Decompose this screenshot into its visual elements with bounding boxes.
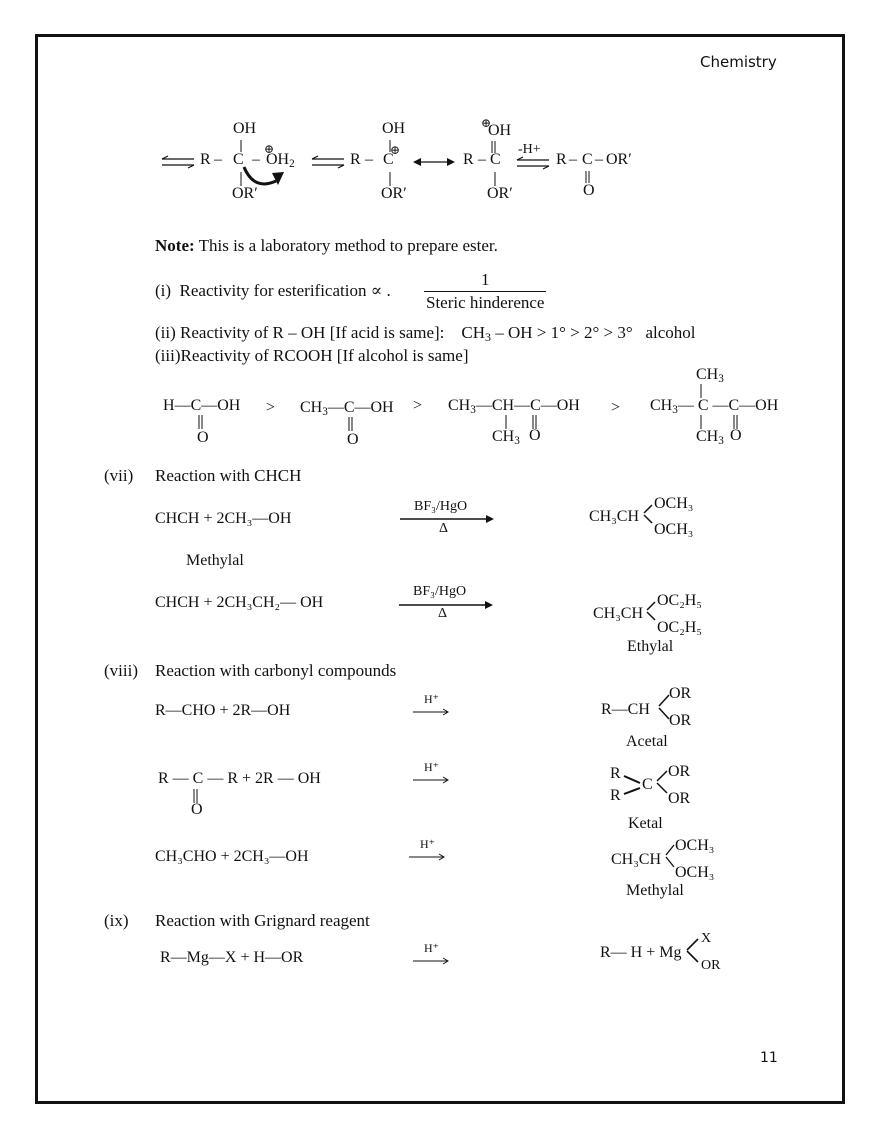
reaction-arrow-icon	[413, 776, 449, 784]
product-center: C	[582, 151, 593, 168]
section-vii-title: Reaction with CHCH	[155, 466, 302, 485]
note-label: Note:	[155, 236, 195, 255]
deprotonation-label: -H+	[518, 142, 541, 157]
reaction-lhs: R—CHO + 2R—OH	[155, 702, 291, 719]
formic-acid: H—C—OH	[163, 397, 241, 414]
header-subject: Chemistry	[700, 53, 777, 71]
greater-than: >	[413, 397, 423, 414]
page-number: 11	[760, 1050, 778, 1066]
resonance-arrow-icon	[413, 158, 455, 166]
product-name: Ethylal	[627, 638, 674, 655]
note-text: This is a laboratory method to prepare e…	[194, 236, 498, 255]
section-viii-number: (viii)	[104, 661, 138, 680]
step1-top: OH	[233, 120, 257, 137]
reaction-lhs: CH₃CHO + 2CH₃—OH	[155, 848, 309, 865]
equilibrium-arrow-icon	[516, 156, 550, 170]
product-name: Ketal	[628, 815, 663, 832]
reaction-lhs: R—Mg—X + H—OR	[160, 949, 304, 966]
reaction-lhs: CHCH + 2CH₃CH₂— OH	[155, 594, 324, 611]
step2-top: OH	[382, 120, 406, 137]
product-name: Acetal	[626, 733, 668, 750]
reaction-arrow-icon	[400, 515, 494, 523]
point-i: (i) Reactivity for esterification ∝ .	[155, 281, 391, 300]
reaction-arrow-icon	[413, 708, 449, 716]
step2-bottom: OR′	[381, 185, 407, 202]
step2-center: C	[383, 151, 394, 168]
product-bottom: O	[583, 182, 595, 199]
step1-left: R	[200, 151, 211, 168]
positive-charge-icon: ⊕	[390, 143, 401, 157]
bond-line	[240, 140, 242, 152]
step1-right: OH2	[266, 151, 295, 170]
section-vii-number: (vii)	[104, 466, 134, 485]
greater-than: >	[611, 399, 621, 416]
product-left: R	[556, 151, 567, 168]
positive-charge-icon: ⊕	[264, 142, 275, 156]
product-name: Methylal	[186, 552, 244, 569]
reaction-arrow-icon	[409, 853, 445, 861]
acetic-acid: CH3—C—OH	[300, 399, 394, 418]
step3-bottom: OR′	[487, 185, 513, 202]
product-right: OR′	[606, 151, 632, 168]
curved-arrow-icon	[242, 166, 284, 186]
step3-top: OH	[488, 122, 512, 139]
pivalic-acid: CH3— C —C—OH	[650, 397, 779, 416]
step3-center: C	[490, 151, 501, 168]
point-iii: (iii)Reactivity of RCOOH [If alcohol is …	[155, 346, 469, 365]
greater-than: >	[266, 399, 276, 416]
page-border	[35, 34, 845, 1104]
section-ix-title: Reaction with Grignard reagent	[155, 911, 370, 930]
ketone-reactant: R — C — R + 2R — OH	[158, 770, 321, 787]
reaction-arrow-icon	[399, 601, 493, 609]
bond-line	[240, 172, 242, 186]
reaction-arrow-icon	[413, 957, 449, 965]
step3-left: R	[463, 151, 474, 168]
step1-center: C	[233, 151, 244, 168]
note: Note: This is a laboratory method to pre…	[155, 236, 498, 256]
section-ix-number: (ix)	[104, 911, 129, 930]
equilibrium-arrow-icon	[161, 155, 195, 169]
equilibrium-arrow-icon	[311, 155, 345, 169]
positive-charge-icon: ⊕	[481, 116, 492, 130]
reaction-lhs: CHCH + 2CH₃—OH	[155, 510, 292, 527]
step1-bottom: OR′	[232, 185, 258, 202]
isobutyric-acid: CH3—CH—C—OH	[448, 397, 580, 416]
product-name: Methylal	[626, 882, 684, 899]
step2-left: R	[350, 151, 361, 168]
point-ii: (ii) Reactivity of R – OH [If acid is sa…	[155, 323, 696, 344]
section-viii-title: Reaction with carbonyl compounds	[155, 661, 397, 680]
